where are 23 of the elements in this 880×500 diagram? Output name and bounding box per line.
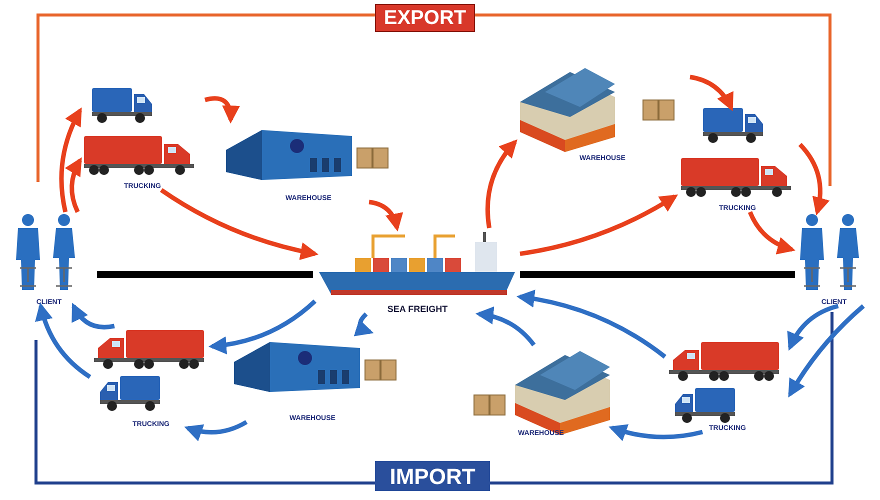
curved-arrow bbox=[354, 312, 374, 336]
curved-arrow bbox=[608, 424, 704, 441]
import-banner: IMPORT bbox=[375, 461, 490, 491]
curved-arrow bbox=[798, 142, 830, 216]
curved-arrow bbox=[59, 107, 82, 212]
curved-arrow bbox=[788, 304, 839, 351]
curved-arrow bbox=[65, 157, 82, 213]
curved-arrow bbox=[160, 188, 319, 260]
node-label: SEA FREIGHT bbox=[387, 305, 448, 314]
curved-arrow bbox=[516, 290, 666, 359]
curved-arrow bbox=[72, 302, 115, 330]
curved-arrow bbox=[788, 304, 865, 398]
curved-arrow bbox=[748, 211, 796, 254]
curved-arrow bbox=[368, 200, 402, 232]
curved-arrow bbox=[690, 74, 734, 112]
curved-arrow bbox=[36, 302, 92, 379]
curved-arrow bbox=[204, 96, 240, 124]
curved-arrow bbox=[475, 306, 536, 346]
export-banner: EXPORT bbox=[375, 4, 475, 32]
curved-arrow bbox=[520, 194, 678, 256]
curved-arrow bbox=[184, 420, 248, 441]
curved-arrow bbox=[485, 139, 518, 228]
curved-arrow bbox=[208, 299, 316, 354]
